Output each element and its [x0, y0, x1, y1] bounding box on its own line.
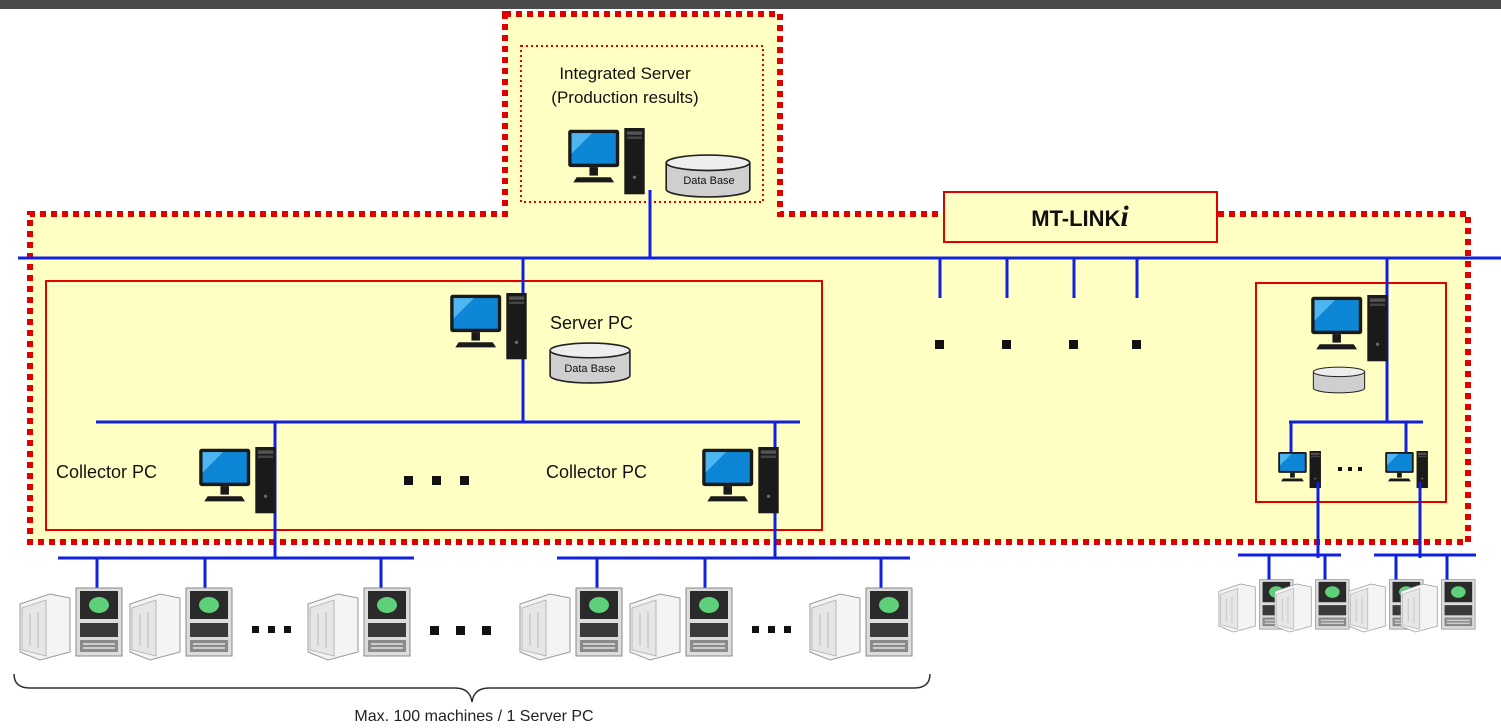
additional-servers-dots	[935, 340, 1141, 349]
cnc-machine-icon	[1274, 579, 1350, 633]
cnc-machine-icon	[19, 587, 123, 661]
collector-ellipsis	[404, 476, 469, 485]
machine-buses	[58, 553, 1476, 588]
collector-pc-label-1: Collector PC	[56, 462, 157, 482]
integrated-db-label: Data Base	[683, 175, 734, 187]
server-pc-label: Server PC	[550, 313, 633, 333]
product-label-main: MT-LINK	[1031, 206, 1120, 231]
product-label-suffix: i	[1120, 200, 1129, 233]
server-group-box-small	[1255, 282, 1447, 503]
cnc-machine-icon	[629, 587, 733, 661]
additional-servers-ellipsis	[938, 258, 1139, 298]
brace-icon	[13, 673, 931, 703]
machine-ellipsis-1	[252, 626, 291, 633]
small-collector-ellipsis	[1338, 467, 1362, 471]
top-bar	[0, 0, 1501, 9]
product-label: MT-LINKi	[1031, 200, 1129, 233]
cnc-machine-icon	[129, 587, 233, 661]
database-icon	[1312, 366, 1366, 394]
cnc-machine-icon	[809, 587, 913, 661]
machine-ellipsis-2	[752, 626, 791, 633]
cnc-machine-icon	[307, 587, 411, 661]
collector-pc-label-2: Collector PC	[546, 462, 647, 482]
product-label-box	[943, 191, 1218, 243]
integrated-server-subtitle: (Production results)	[551, 88, 698, 107]
cnc-machine-icon	[1400, 579, 1476, 633]
server-group-box	[45, 280, 823, 531]
mt-link-zone	[27, 11, 1471, 545]
cnc-machine-icon	[519, 587, 623, 661]
server-db-label: Data Base	[564, 363, 615, 375]
machines-note: Max. 100 machines / 1 Server PC	[354, 708, 593, 725]
integrated-server-title: Integrated Server	[559, 64, 691, 83]
machine-group-ellipsis	[430, 626, 491, 635]
integrated-server-box	[520, 45, 764, 203]
